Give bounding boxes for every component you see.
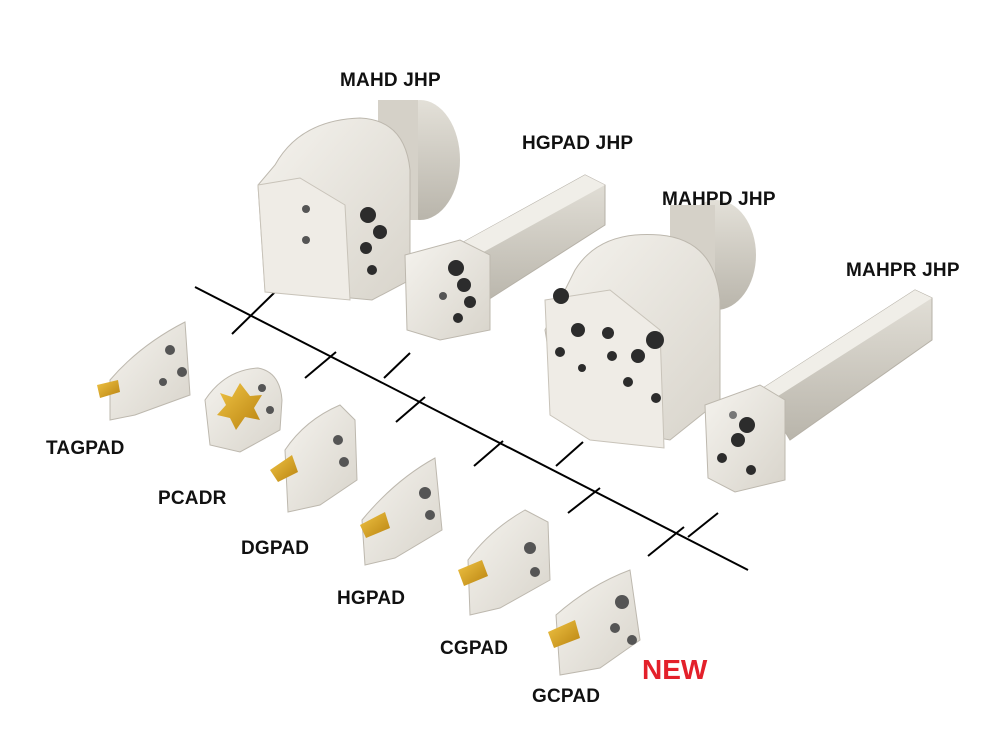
new-badge: NEW xyxy=(642,654,708,685)
tick xyxy=(473,440,504,467)
mahpr-jhp-tool xyxy=(704,289,933,493)
label-pcadr: PCADR xyxy=(158,488,227,509)
label-mahpd-jhp: MAHPD JHP xyxy=(662,189,776,210)
label-gcpad: GCPAD xyxy=(532,686,601,707)
label-cgpad: CGPAD xyxy=(440,638,509,659)
pcadr-holder xyxy=(204,367,283,453)
tick xyxy=(555,441,584,467)
mahpd-jhp-tool xyxy=(544,200,756,449)
dgpad-blade xyxy=(270,404,358,513)
tick xyxy=(304,351,337,379)
label-tagpad: TAGPAD xyxy=(46,438,125,459)
tick xyxy=(231,291,276,335)
tagpad-blade xyxy=(97,321,191,421)
main-axis-line xyxy=(194,286,749,571)
tick xyxy=(687,512,719,538)
label-dgpad: DGPAD xyxy=(241,538,310,559)
gcpad-blade xyxy=(548,569,641,676)
tick xyxy=(567,487,601,514)
connector-lines xyxy=(194,286,749,571)
cgpad-blade xyxy=(458,509,551,616)
label-hgpad-jhp: HGPAD JHP xyxy=(522,133,634,154)
tick xyxy=(647,526,685,557)
label-hgpad: HGPAD xyxy=(337,588,406,609)
mahd-jhp-tool xyxy=(257,100,460,301)
hgpad-jhp-tool xyxy=(404,174,606,341)
tick xyxy=(395,396,426,423)
hgpad-blade xyxy=(360,457,443,566)
label-mahpr-jhp: MAHPR JHP xyxy=(846,260,960,281)
label-mahd-jhp: MAHD JHP xyxy=(340,70,441,91)
tick xyxy=(383,352,411,379)
